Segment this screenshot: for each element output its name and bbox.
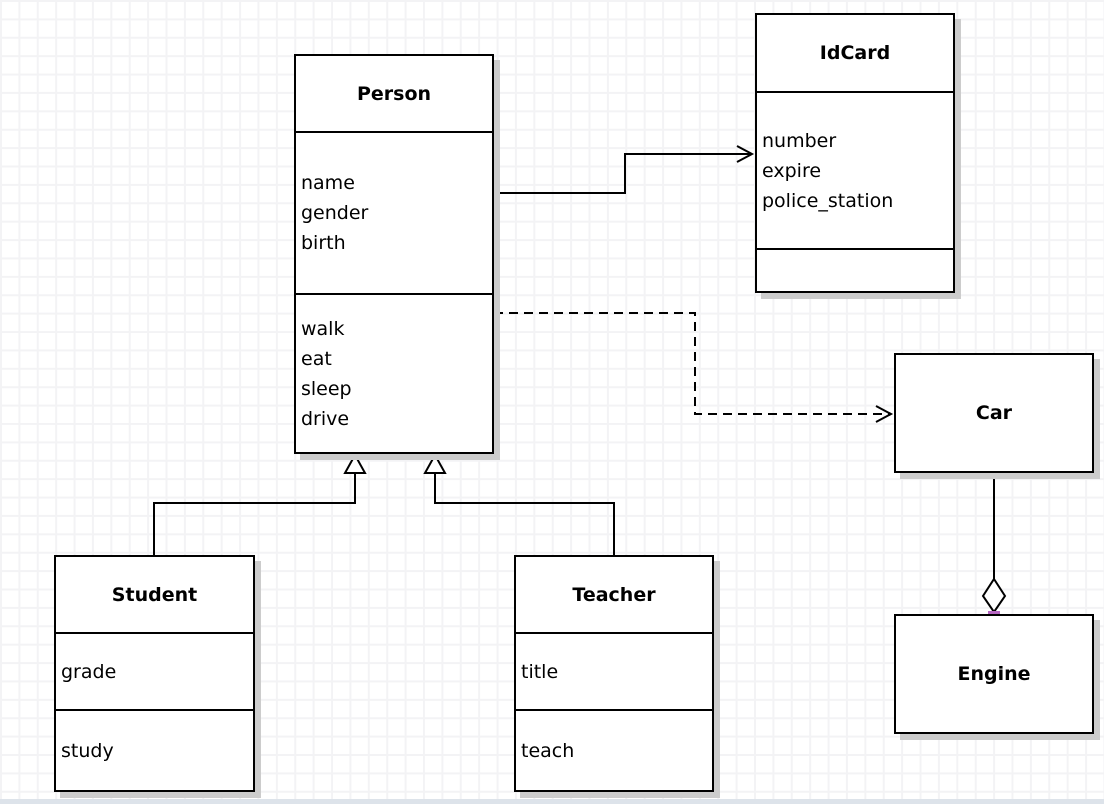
open-arrowhead-icon — [875, 405, 894, 423]
method-label: drive — [301, 407, 350, 430]
attribute-label: gender — [301, 202, 369, 224]
class-title: Car — [975, 402, 1013, 424]
class-box-person[interactable]: Person name gender birth walk eat sleep … — [294, 54, 494, 454]
attribute-label: name — [301, 172, 355, 194]
class-title: Student — [56, 557, 253, 634]
attribute-label: number — [762, 129, 837, 152]
method-label: eat — [301, 347, 332, 370]
person-attributes-section: name gender birth — [296, 133, 492, 295]
idcard-methods-section — [757, 250, 953, 291]
class-title: IdCard — [757, 15, 953, 93]
student-attributes-section: grade — [56, 634, 253, 711]
method-label: sleep — [301, 377, 352, 400]
idcard-attributes-section: number expire police_station — [757, 93, 953, 250]
method-label: walk — [301, 317, 345, 340]
class-box-car[interactable]: Car — [894, 353, 1094, 473]
class-box-student[interactable]: Student grade study — [54, 555, 255, 792]
attribute-label: grade — [61, 660, 117, 683]
generalization-teacher-person[interactable] — [423, 452, 615, 555]
hollow-diamond-icon — [981, 577, 1007, 614]
attribute-label: police_station — [762, 189, 894, 212]
class-box-teacher[interactable]: Teacher title teach — [514, 555, 714, 792]
hollow-triangle-icon — [423, 452, 447, 474]
association-person-idcard[interactable] — [494, 145, 755, 194]
teacher-methods-section: teach — [516, 711, 712, 790]
class-box-idcard[interactable]: IdCard number expire police_station — [755, 13, 955, 293]
method-label: study — [61, 739, 114, 762]
class-title: Teacher — [516, 557, 712, 634]
class-title: Person — [296, 56, 492, 133]
attribute-label: birth — [301, 232, 346, 254]
attribute-label: title — [521, 660, 559, 683]
hollow-triangle-icon — [343, 452, 367, 474]
student-methods-section: study — [56, 711, 253, 790]
class-title: Engine — [957, 663, 1031, 685]
aggregation-car-engine[interactable] — [981, 467, 1007, 623]
person-methods-section: walk eat sleep drive — [296, 295, 492, 452]
method-label: teach — [521, 739, 575, 762]
canvas-bottom-edge — [0, 799, 1104, 804]
attribute-label: expire — [762, 159, 822, 182]
teacher-attributes-section: title — [516, 634, 712, 711]
class-box-engine[interactable]: Engine — [894, 614, 1094, 734]
open-arrowhead-icon — [736, 145, 755, 163]
generalization-student-person[interactable] — [153, 452, 367, 555]
dependency-person-car[interactable] — [494, 312, 894, 423]
